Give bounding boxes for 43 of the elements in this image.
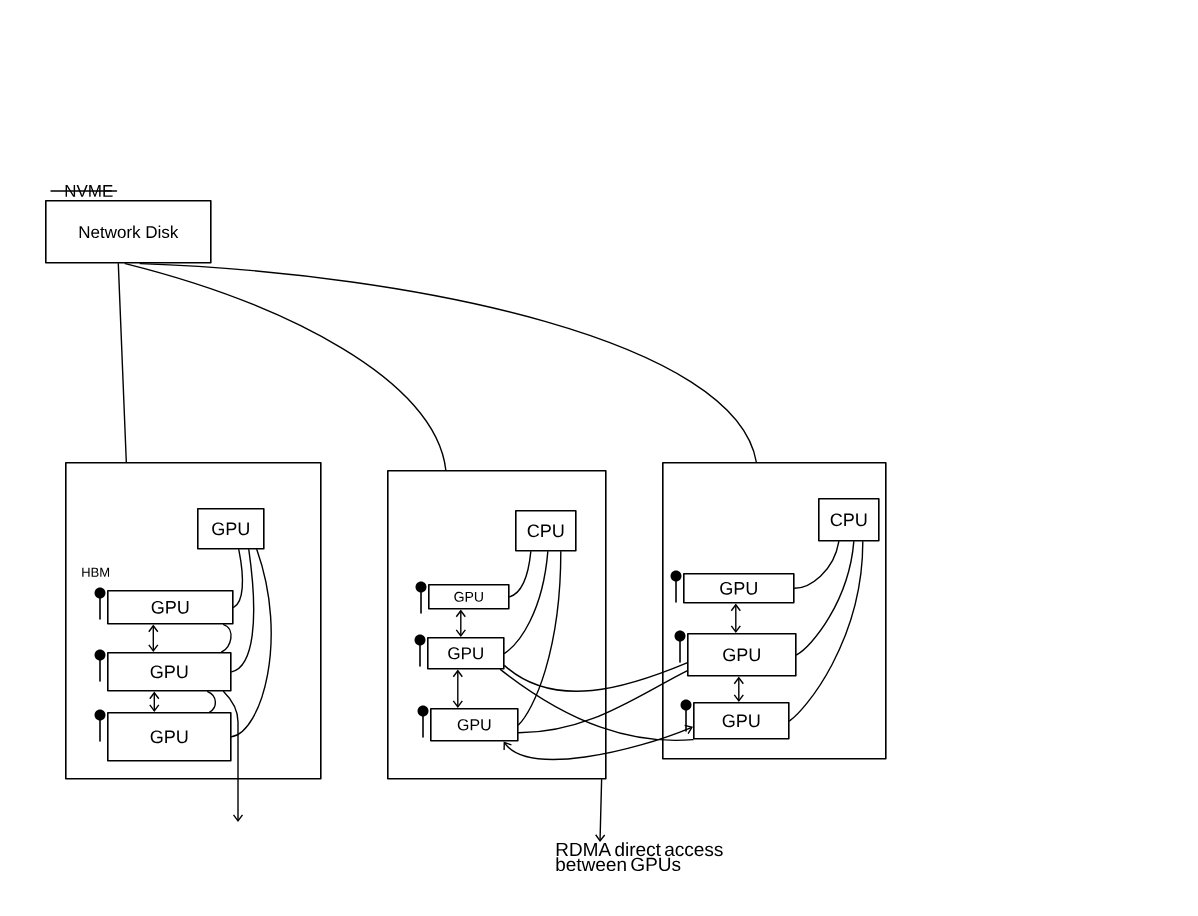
double-arrow	[455, 609, 466, 637]
connector-line	[517, 550, 562, 726]
connector-line	[788, 540, 864, 722]
connector-line	[503, 662, 688, 692]
connector-line	[795, 540, 855, 656]
connector-line	[206, 690, 217, 713]
connector-line	[124, 262, 447, 471]
processor-box: GPU	[428, 584, 510, 610]
processor-box: CPU	[515, 510, 577, 552]
connector-line	[139, 262, 757, 463]
server-box	[387, 470, 607, 780]
double-arrow	[452, 669, 463, 708]
arrow	[222, 690, 244, 822]
arrow	[595, 778, 606, 842]
server-box	[662, 462, 887, 760]
connector-line	[117, 262, 127, 463]
note-text: RDMA direct access between GPUs	[556, 842, 723, 872]
connector-line	[230, 548, 255, 673]
processor-box: GPU	[683, 573, 795, 604]
processor-box: GPU	[107, 712, 232, 762]
double-arrow	[503, 724, 693, 761]
double-arrow	[149, 691, 160, 712]
connector-line	[503, 550, 549, 654]
connector-line	[508, 550, 532, 598]
connector-line	[517, 670, 688, 734]
double-arrow	[148, 624, 159, 652]
processor-box: GPU	[693, 702, 790, 740]
processor-box: GPU	[427, 637, 505, 670]
server-box	[65, 462, 322, 780]
annotation-label: HBM	[82, 567, 110, 577]
processor-box: GPU	[687, 633, 797, 677]
processor-box: CPU	[818, 498, 880, 542]
connector-line	[499, 668, 694, 742]
processor-box: GPU	[107, 590, 234, 625]
processor-box: GPU	[107, 652, 232, 692]
connector-line	[230, 548, 272, 738]
processor-box: GPU	[197, 508, 265, 550]
processor-box: GPU	[430, 708, 519, 742]
double-arrow	[733, 676, 744, 702]
double-arrow	[730, 603, 741, 633]
connector-line	[232, 548, 244, 608]
connector-line	[793, 540, 840, 589]
connector-line	[220, 623, 232, 653]
